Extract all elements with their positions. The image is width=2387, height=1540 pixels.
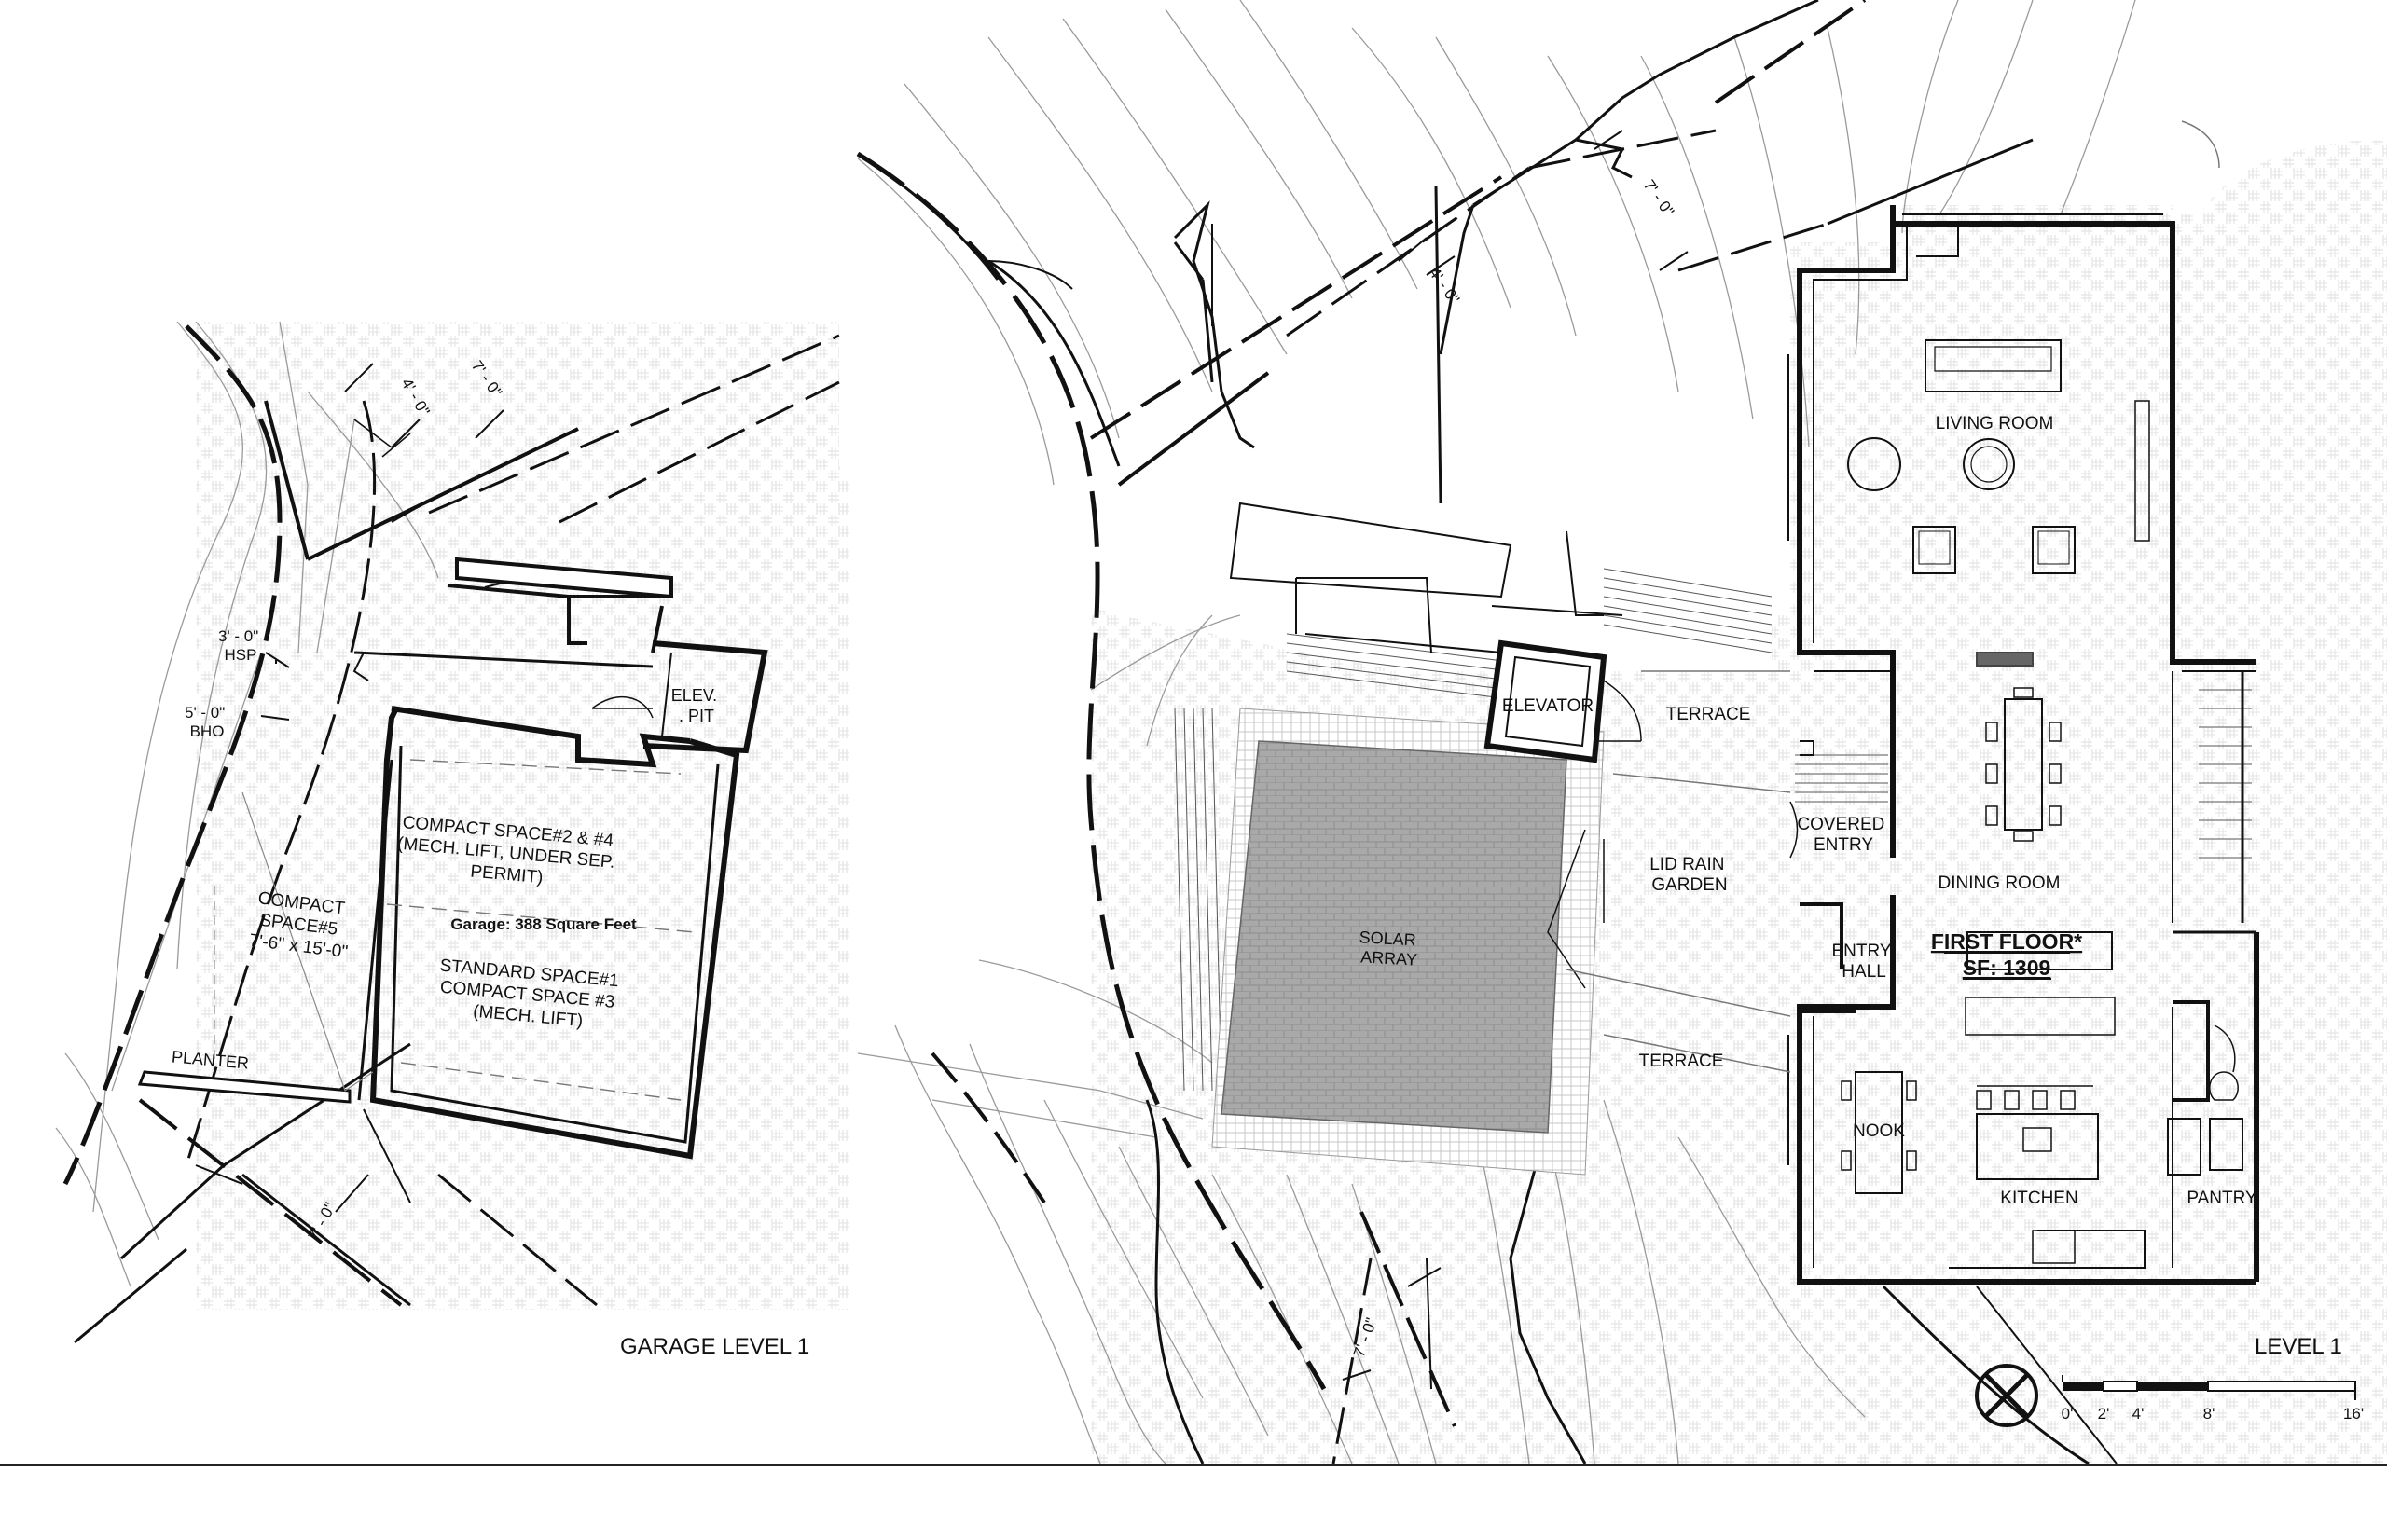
hsp-dimension: 3' - 0" HSP <box>218 627 263 664</box>
covered-entry-label: COVERED ENTRY <box>1797 815 1889 855</box>
compact-space-5-label: COMPACT SPACE#5 7'-6" x 15'-0" <box>248 888 354 962</box>
first-floor-label: FIRST FLOOR* <box>1931 929 2082 954</box>
nook-label: NOOK <box>1853 1121 1905 1141</box>
elev-pit-label: ELEV. . PIT <box>671 686 722 725</box>
scale-tick-4: 4' <box>2132 1405 2145 1423</box>
level1-site <box>856 0 2136 1465</box>
floor-area-label: SF: 1309 <box>1963 956 2051 980</box>
garage-level-title: GARAGE LEVEL 1 <box>620 1334 809 1359</box>
terrace-bottom-label: TERRACE <box>1639 1052 1724 1071</box>
kitchen-label: KITCHEN <box>2000 1189 2077 1208</box>
level1-title: LEVEL 1 <box>2255 1334 2342 1359</box>
entry-hall-label: ENTRY HALL <box>1832 942 1897 982</box>
dining-room-label: DINING ROOM <box>1939 873 2061 893</box>
garage-site-hatch <box>196 322 849 1310</box>
living-room-label: LIVING ROOM <box>1936 414 2054 433</box>
elevator-box <box>1483 639 1642 763</box>
scale-tick-2: 2' <box>2098 1405 2110 1423</box>
scale-tick-16: 16' <box>2343 1405 2364 1423</box>
pantry-label: PANTRY <box>2187 1189 2257 1208</box>
solar-array <box>1211 708 1605 1176</box>
north-arrow-icon <box>1975 1364 2038 1427</box>
garage-area-label: Garage: 388 Square Feet <box>450 915 637 933</box>
scale-bar: 0' 2' 4' 8' 16' <box>2062 1375 2364 1423</box>
house-plan <box>1547 120 2259 1285</box>
scale-tick-0: 0' <box>2062 1405 2074 1423</box>
garage-plan <box>55 321 840 1344</box>
rain-garden-label: LID RAIN GARDEN <box>1649 855 1730 895</box>
level1-stairs <box>1174 502 2252 1092</box>
elevator-label: ELEVATOR <box>1502 696 1594 716</box>
bho-dimension: 5' - 0" BHO <box>185 704 229 740</box>
level1-labels: LIVING ROOM DINING ROOM KITCHEN PANTRY N… <box>1350 176 2342 1359</box>
scale-tick-8: 8' <box>2203 1405 2215 1423</box>
solar-array-label: SOLAR ARRAY <box>1358 928 1421 969</box>
terrace-top-label: TERRACE <box>1666 705 1751 724</box>
